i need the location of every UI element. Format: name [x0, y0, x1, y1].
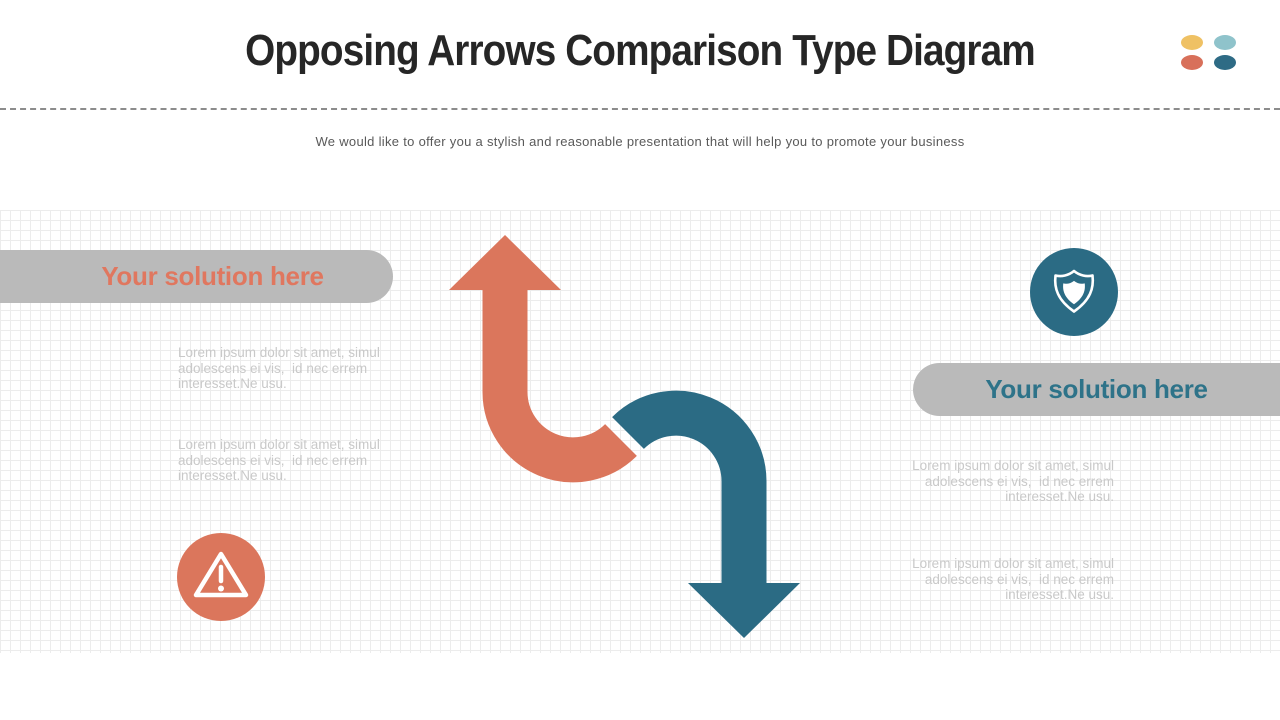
left-banner-label: Your solution here	[101, 261, 324, 291]
warning-triangle-icon	[177, 533, 265, 621]
left-body-text-2: Lorem ipsum dolor sit amet, simul adoles…	[178, 437, 380, 483]
decor-dot-light-teal-icon	[1214, 35, 1236, 50]
decor-dot-dark-teal-icon	[1214, 55, 1236, 70]
decor-dot-yellow-icon	[1181, 35, 1203, 50]
left-body-text-1: Lorem ipsum dolor sit amet, simul adoles…	[178, 345, 380, 391]
slide-subtitle: We would like to offer you a stylish and…	[315, 134, 965, 149]
right-body-text-1: Lorem ipsum dolor sit amet, simul adoles…	[912, 458, 1114, 504]
page-title: Opposing Arrows Comparison Type Diagram	[245, 26, 1036, 75]
decor-dot-orange-icon	[1181, 55, 1203, 70]
right-body-text-2: Lorem ipsum dolor sit amet, simul adoles…	[912, 556, 1114, 602]
left-solution-banner: Your solution here	[0, 250, 393, 303]
right-solution-banner: Your solution here	[913, 363, 1280, 416]
shield-icon	[1030, 248, 1118, 336]
right-banner-label: Your solution here	[985, 374, 1208, 404]
dashed-divider	[0, 108, 1280, 110]
